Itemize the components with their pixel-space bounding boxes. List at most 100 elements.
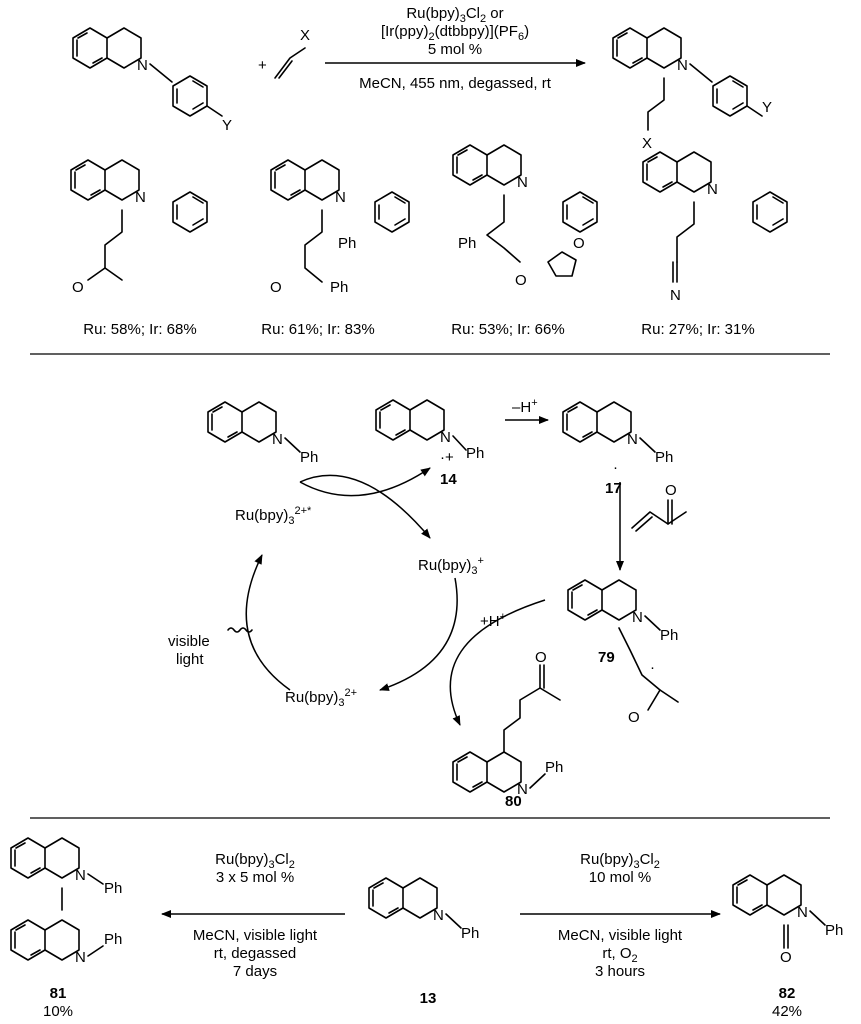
label-14: 14 (440, 471, 457, 488)
label-79: 79 (598, 649, 615, 666)
svg-text:O: O (628, 709, 640, 726)
svg-text:N: N (272, 431, 283, 448)
lactam-82: N Ph O (732, 874, 843, 966)
svg-text:O: O (665, 482, 677, 499)
svg-text:Ph: Ph (655, 449, 673, 466)
label-17: 17 (605, 480, 622, 497)
svg-text:N: N (707, 181, 718, 198)
left-cond1: MeCN, visible light (193, 927, 318, 944)
protonation-label: +H+ (480, 611, 506, 630)
yield-82: 42% (772, 1003, 802, 1020)
svg-text:N: N (75, 949, 86, 966)
photoexcitation-arrow (245, 554, 291, 691)
deprotonation-label: –H+ (512, 397, 538, 416)
svg-text:Y: Y (762, 99, 772, 116)
label-82: 82 (779, 985, 796, 1002)
top-conditions: MeCN, 455 nm, degassed, rt (359, 75, 552, 92)
ru-reduction-arrow (299, 474, 431, 539)
svg-text:N: N (627, 431, 638, 448)
svg-text:Ph: Ph (338, 235, 356, 252)
example-4: N N (642, 151, 788, 304)
electron-transfer-arrow (449, 599, 546, 726)
example-4-yield: Ru: 27%; Ir: 31% (641, 321, 754, 338)
svg-text:N: N (517, 781, 528, 798)
svg-text:O: O (780, 949, 792, 966)
svg-text:Ph: Ph (330, 279, 348, 296)
right-cond3: 3 hours (595, 963, 645, 980)
dimer-81: N Ph N Ph (10, 837, 122, 966)
svg-text:Ph: Ph (660, 627, 678, 644)
top-catalyst-line1: Ru(bpy)3Cl2 or (406, 5, 503, 25)
svg-text:N: N (632, 609, 643, 626)
light-label-1: visible (168, 633, 210, 650)
svg-text:N: N (677, 57, 688, 74)
svg-text:N: N (433, 907, 444, 924)
svg-text:Ph: Ph (458, 235, 476, 252)
svg-text:Ph: Ph (545, 759, 563, 776)
svg-text:N: N (75, 867, 86, 884)
substrate-13: N Ph (368, 877, 479, 942)
example-1: N O (70, 159, 208, 296)
svg-text:N: N (517, 174, 528, 191)
top-vinyl-reactant: X (274, 27, 310, 79)
svg-text:X: X (642, 135, 652, 152)
svg-text:Ph: Ph (104, 880, 122, 897)
label-81: 81 (50, 985, 67, 1002)
left-cond2: rt, degassed (214, 945, 297, 962)
label-13: 13 (420, 990, 437, 1007)
mech-substrate: N Ph (207, 401, 318, 466)
top-product: N Y X (612, 27, 772, 152)
light-label-2: light (176, 651, 204, 668)
ru-excited: Ru(bpy)32+* (235, 505, 312, 527)
svg-text:O: O (72, 279, 84, 296)
example-3: N Ph O O (452, 144, 598, 289)
svg-text:N: N (797, 904, 808, 921)
svg-text:O: O (573, 235, 585, 252)
top-catalyst-line2: [Ir(ppy)2(dtbbpy)](PF6) (381, 23, 529, 43)
right-catalyst: Ru(bpy)3Cl2 (580, 851, 660, 871)
svg-text:·: · (613, 459, 618, 476)
methyl-vinyl-ketone: O (631, 482, 687, 532)
top-reactant-thiq: N Y (72, 27, 232, 134)
mech-radical-17: N Ph · (562, 401, 673, 476)
oxidation-arrow (299, 467, 431, 497)
svg-text:Ph: Ph (461, 925, 479, 942)
example-2-yield: Ru: 61%; Ir: 83% (261, 321, 374, 338)
mech-product-80: N Ph O (452, 649, 563, 798)
left-cond3: 7 days (233, 963, 277, 980)
svg-text:O: O (535, 649, 547, 666)
right-loading: 10 mol % (589, 869, 652, 886)
ru-reduced: Ru(bpy)3+ (418, 555, 484, 577)
ru-ground: Ru(bpy)32+ (285, 687, 357, 709)
light-wavy-line (227, 627, 253, 633)
svg-text:Ph: Ph (825, 922, 843, 939)
left-loading: 3 x 5 mol % (216, 869, 294, 886)
svg-text:Y: Y (222, 117, 232, 134)
example-1-yield: Ru: 58%; Ir: 68% (83, 321, 196, 338)
svg-text:N: N (137, 57, 148, 74)
svg-text:N: N (135, 189, 146, 206)
example-2: N Ph O Ph (270, 159, 410, 296)
svg-text:O: O (270, 279, 282, 296)
svg-text:Ph: Ph (104, 931, 122, 948)
svg-text:X: X (300, 27, 310, 44)
left-catalyst: Ru(bpy)3Cl2 (215, 851, 295, 871)
right-cond1: MeCN, visible light (558, 927, 683, 944)
svg-text:Ph: Ph (466, 445, 484, 462)
svg-text:N: N (335, 189, 346, 206)
plus-sign: + (258, 57, 267, 74)
right-cond2: rt, O2 (602, 945, 637, 965)
mech-radical-cation-14: N ·+ Ph (375, 399, 484, 466)
svg-text:O: O (515, 272, 527, 289)
svg-text:·: · (650, 659, 655, 676)
svg-text:N: N (440, 429, 451, 446)
svg-text:N: N (670, 287, 681, 304)
mech-radical-79: N Ph · O (567, 579, 679, 726)
top-catalyst-loading: 5 mol % (428, 41, 482, 58)
yield-81: 10% (43, 1003, 73, 1020)
svg-text:Ph: Ph (300, 449, 318, 466)
label-80: 80 (505, 793, 522, 810)
example-3-yield: Ru: 53%; Ir: 66% (451, 321, 564, 338)
ru-reoxidation-arrow (379, 577, 458, 691)
